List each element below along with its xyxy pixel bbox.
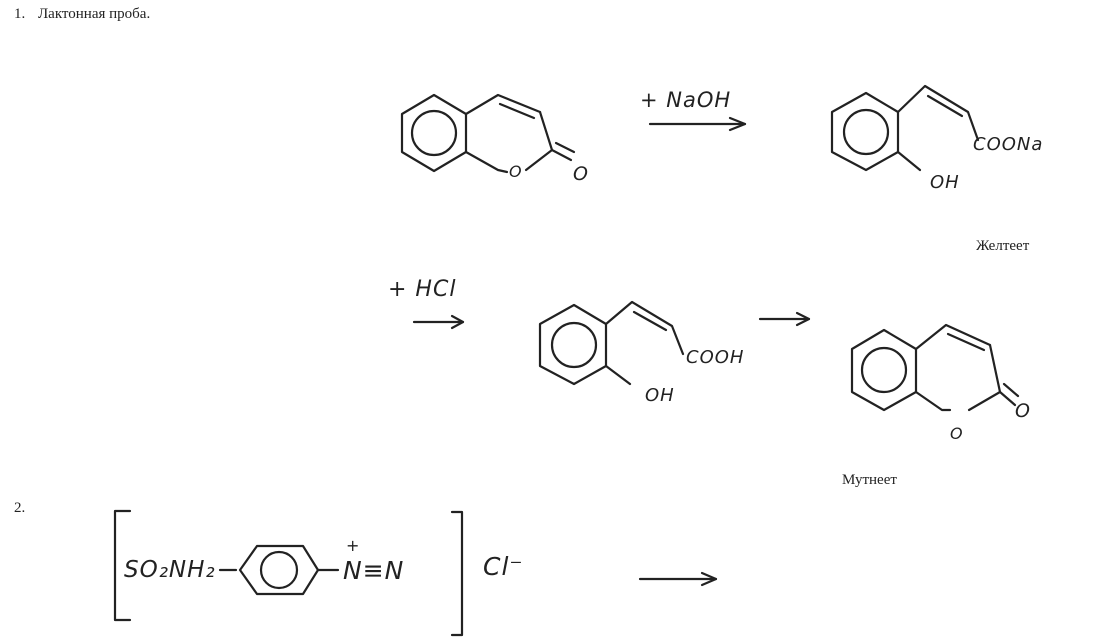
label-turbid: Мутнеет — [842, 472, 897, 488]
arrow-hcl — [412, 314, 465, 330]
arrow-item-2 — [638, 571, 718, 587]
item-1-number: 1. — [14, 6, 26, 22]
substituent-oh-1: OH — [930, 172, 960, 193]
sulfonamide-group: SO₂NH₂ — [124, 557, 216, 583]
reagent-hcl: + HCl — [388, 277, 457, 302]
coumaric-acid-structure — [538, 300, 685, 386]
diazonium-group: N≡N — [343, 556, 405, 585]
arrow-to-coumarin — [758, 311, 811, 327]
chloride-counterion: Cl⁻ — [483, 552, 524, 581]
substituent-coona: COONa — [973, 134, 1044, 155]
substituent-oh-2: OH — [645, 385, 675, 406]
diazonium-plus: + — [346, 536, 361, 555]
coumarinate-structure — [830, 84, 980, 172]
coumarin-structure-1 — [400, 93, 576, 174]
label-yellows: Желтеет — [976, 238, 1030, 254]
coumarin-structure-2 — [850, 323, 1020, 412]
diazonium-salt-structure — [113, 509, 464, 637]
ring-oxygen-2: O — [950, 424, 964, 443]
arrow-naoh — [648, 116, 747, 132]
item-1-title: Лактонная проба. — [38, 6, 151, 22]
item-2-number: 2. — [14, 500, 26, 516]
reagent-naoh: + NaOH — [640, 88, 732, 112]
substituent-cooh: COOH — [686, 347, 745, 368]
ring-oxygen-1: O — [509, 162, 523, 181]
carbonyl-oxygen-1: O — [573, 163, 589, 185]
carbonyl-oxygen-2: O — [1015, 400, 1031, 422]
